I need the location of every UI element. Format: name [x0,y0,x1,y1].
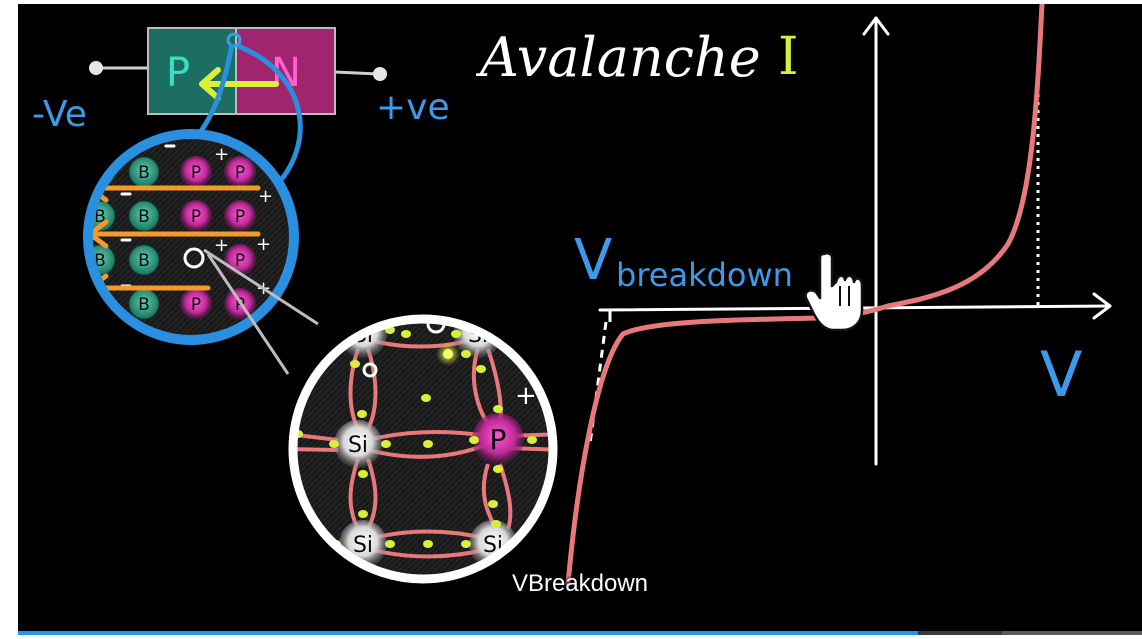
svg-text:P: P [191,207,201,227]
n-region-box [235,27,336,115]
svg-text:B: B [94,207,106,227]
video-progress-bar[interactable] [18,631,1142,635]
zoom-line-3 [203,248,319,326]
positive-terminal-label: +ve [376,87,450,128]
hole [362,362,378,378]
negative-terminal-label: -Ve [32,94,87,135]
video-progress-fill [18,631,919,635]
svg-text:V: V [574,228,612,293]
svg-text:P: P [235,295,245,315]
svg-text:B: B [94,251,106,271]
svg-text:P: P [235,207,245,227]
p-region-box [147,27,237,115]
svg-text:P: P [191,163,201,183]
si-atom-label: Si [348,433,368,458]
voltage-axis-label: V [1040,338,1082,411]
svg-text:B: B [138,251,150,271]
svg-text:+: + [214,235,229,256]
ion-charge-label: + [515,381,537,411]
video-progress-buffer [1002,631,1142,635]
silicon-lattice-circle: Si Si Si Si Si P + [288,314,558,584]
video-frame: P N -Ve +ve B B [18,4,1142,631]
avalanche-diagram: P N -Ve +ve B B [32,4,1112,587]
hand-pointer-icon [804,251,864,332]
svg-text:B: B [138,207,150,227]
title-avalanche: Avalanche [475,26,761,89]
svg-text:+: + [256,234,271,255]
terminal-right [373,67,387,81]
si-atom-label: Si [353,533,373,558]
terminal-left [89,61,103,75]
zoom-line-4 [206,253,290,375]
video-caption: VBreakdown [511,570,649,597]
lead-right [334,70,379,76]
electrons [293,324,537,548]
svg-text:P: P [191,295,201,315]
phosphorus-atom-label: P [490,423,507,456]
svg-text:+: + [258,186,273,207]
current-axis-label: I [778,27,799,87]
hole-marker [183,247,205,269]
v-breakdown-label: V breakdown [574,228,793,294]
zoom-line-2 [237,43,303,191]
svg-text:+: + [214,144,229,165]
p-region-label: P [166,50,190,96]
pn-diode: P N [89,27,387,115]
svg-text:P: P [235,163,245,183]
svg-text:breakdown: breakdown [616,256,793,294]
svg-text:P: P [235,251,245,271]
svg-text:B: B [138,295,150,315]
svg-text:B: B [138,163,150,183]
